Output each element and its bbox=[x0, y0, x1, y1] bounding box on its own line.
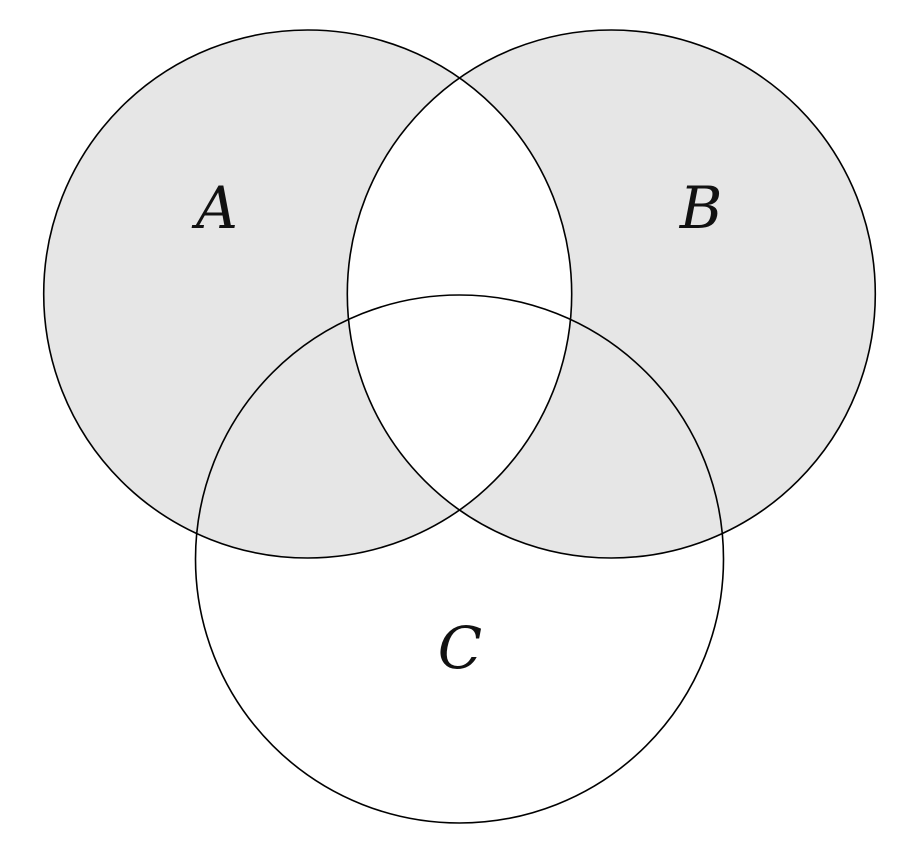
circle-a-outline bbox=[42, 29, 573, 559]
circle-b-outline bbox=[346, 29, 877, 559]
shaded-region-a-xor-b bbox=[43, 30, 876, 559]
set-label-a: A bbox=[191, 174, 238, 242]
circle-c-outline bbox=[194, 294, 725, 824]
set-label-c: C bbox=[438, 614, 482, 682]
set-label-b: B bbox=[679, 174, 723, 242]
